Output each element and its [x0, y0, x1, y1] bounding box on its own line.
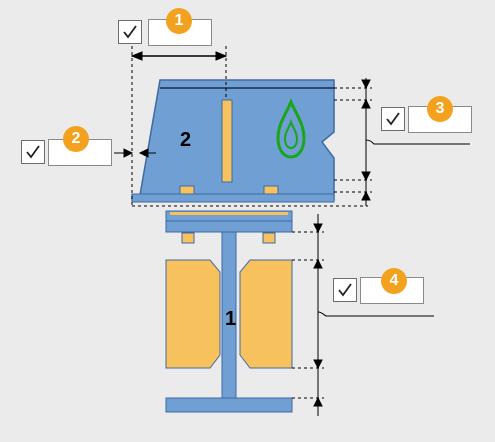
column-stiffener-left — [165, 259, 221, 369]
callout-1-checkbox[interactable] — [118, 20, 142, 44]
column-stiffener-dimension — [292, 214, 434, 416]
callout-1-value-field[interactable] — [148, 19, 212, 46]
plate-stiffener — [221, 99, 233, 183]
top-width-dimension — [130, 46, 368, 207]
callout-3-checkbox[interactable] — [381, 107, 405, 131]
part-label-1: 1 — [225, 308, 236, 330]
column-bolt-left — [181, 232, 195, 244]
bottom-band — [131, 193, 335, 203]
callout-2-checkbox[interactable] — [21, 140, 45, 164]
checkmark-icon — [386, 112, 400, 126]
column-flange-band — [165, 220, 293, 233]
plate-bolt-left — [179, 185, 195, 195]
checkmark-icon — [338, 283, 352, 297]
column-stiffener-right — [239, 259, 293, 369]
callout-4-value-field[interactable] — [360, 277, 424, 304]
callout-2-value-field[interactable] — [48, 139, 112, 166]
checkmark-icon — [26, 145, 40, 159]
plate-bolt-right — [263, 185, 279, 195]
weld-drop-icon — [276, 98, 306, 159]
checkmark-icon — [123, 25, 137, 39]
callout-3-value-field[interactable] — [408, 106, 472, 133]
column-flange-highlight — [170, 212, 288, 215]
left-gap-dimension — [114, 148, 156, 158]
top-plate-height-dimension — [334, 78, 470, 206]
callout-4-checkbox[interactable] — [333, 278, 357, 302]
column-bottom-flange — [165, 397, 293, 413]
part-label-2: 2 — [180, 129, 191, 151]
column-bolt-right — [262, 232, 276, 244]
